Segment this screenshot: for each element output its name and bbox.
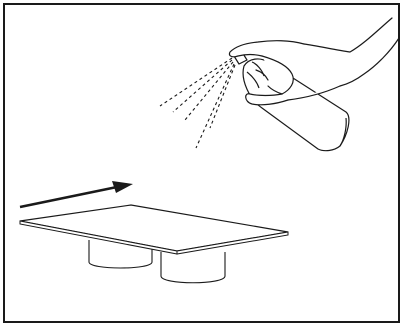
hand-icon: [228, 17, 400, 106]
frame-border: [3, 3, 400, 323]
direction-arrow-icon: [19, 181, 133, 209]
spray-mist: [159, 57, 236, 149]
flat-plate-icon: [19, 204, 289, 255]
cylindrical-support-icon: [88, 240, 226, 284]
